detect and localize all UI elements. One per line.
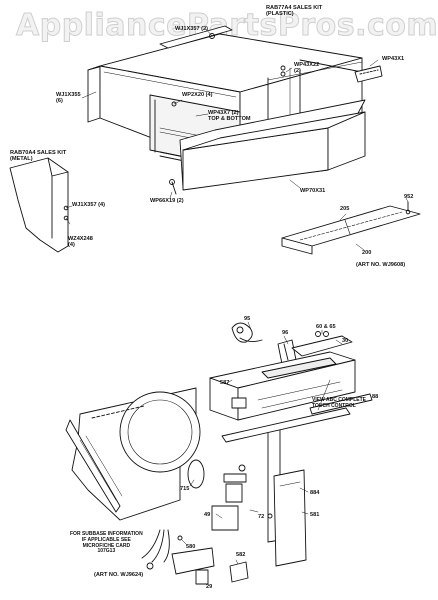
- label-subbase-note: FOR SUBBASE INFORMATION IF APPLICABLE SE…: [70, 531, 143, 555]
- label-part-49: 49: [204, 512, 211, 518]
- label-wp2x20: WP2X20 (4): [182, 92, 213, 98]
- leader-lines-upper: [65, 27, 409, 251]
- label-part-30: 30: [342, 338, 349, 344]
- label-part-952: 952: [404, 194, 414, 200]
- label-wp70x31: WP70X31: [300, 188, 326, 194]
- label-wp43x1: WP43X1: [382, 56, 405, 62]
- label-part-95: 95: [244, 316, 251, 322]
- label-part-29: 29: [206, 584, 213, 590]
- label-part-715: 715: [180, 486, 190, 492]
- label-rab77a4-sales-kit: RAB77A4 SALES KIT (PLASTIC): [266, 5, 323, 18]
- label-part-884: 884: [310, 490, 320, 496]
- label-art-wj9624: (ART NO. WJ9624): [94, 572, 144, 578]
- label-art-wj9608: (ART NO. WJ9608): [356, 262, 406, 268]
- control-assembly: [65, 322, 373, 585]
- metal-side-panel: [9, 157, 69, 253]
- label-wz4x248: WZ4X248 (4): [68, 236, 93, 249]
- label-part-60-65: 60 & 65: [316, 324, 336, 330]
- label-part-580: 580: [186, 544, 196, 550]
- label-wj1x357-top: WJ1X357 (2): [175, 26, 208, 32]
- label-part-88: 88: [372, 394, 379, 400]
- label-part-581: 581: [310, 512, 320, 518]
- label-part-205: 205: [340, 206, 350, 212]
- label-part-72: 72: [258, 514, 265, 520]
- label-wj1x355: WJ1X355 (6): [56, 92, 81, 105]
- label-wp43x7: WP43X7 (2) TOP & BOTTOM: [208, 110, 251, 123]
- label-view-touch-control: VIEW ABC COMPLETE TOUCH CONTROL: [312, 397, 366, 409]
- label-part-200: 200: [362, 250, 372, 256]
- top-rail-part: [281, 201, 421, 255]
- label-wp43x22: WP43X22 (2): [294, 62, 320, 75]
- label-part-96: 96: [282, 330, 289, 336]
- label-rab70a4-sales-kit: RAB70A4 SALES KIT (METAL): [10, 150, 67, 163]
- leader-lines-lower: [181, 321, 343, 565]
- cabinet-assembly: [87, 25, 383, 195]
- label-wp66x19: WP66X19 (2): [150, 198, 184, 204]
- label-wj1x357: WJ1X357 (4): [72, 202, 105, 208]
- label-part-587: 587: [220, 380, 230, 386]
- label-part-582: 582: [236, 552, 246, 558]
